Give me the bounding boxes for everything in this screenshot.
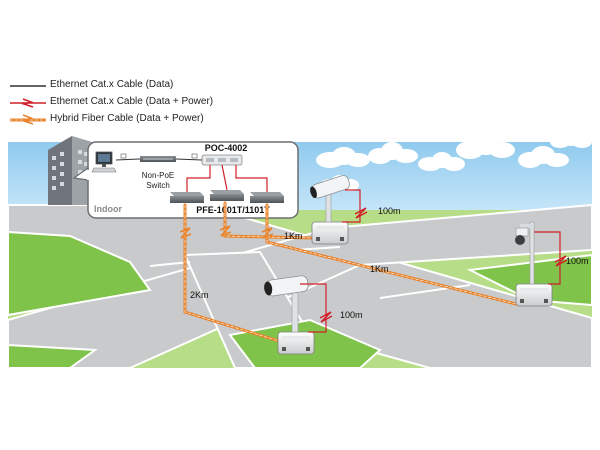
poc-4002-device [201,154,243,166]
camera-power-cables [300,189,561,333]
distance-fiber-top: 1Km [284,231,303,241]
bullet-camera-top [310,175,350,223]
clouds [316,132,592,191]
distance-fiber-right: 1Km [370,264,389,274]
legend-label-hybrid: Hybrid Fiber Cable (Data + Power) [50,113,204,124]
poc-4002-label: POC-4002 [205,143,248,153]
fiber-cables [183,201,522,344]
switch-label-line1: Non-PoE [142,171,174,180]
fiber-power-marks [179,225,274,239]
legend: Ethernet Cat.x Cable (Data) Ethernet Cat… [8,78,268,129]
outdoor-housing-right [515,283,553,307]
legend-row-hybrid: Hybrid Fiber Cable (Data + Power) [8,112,268,129]
dome-camera-right [515,221,535,285]
pfe-label: PFE-1001T/1101T [196,205,270,215]
bullet-camera-bottom [264,275,309,333]
computer-icon [91,151,117,173]
indoor-label: Indoor [94,204,122,214]
indoor-power-cables [186,164,268,192]
pfe-device-2 [210,190,244,201]
indoor-data-cables [115,158,203,161]
power-cable-swatch [10,98,46,108]
distance-fiber-bottom: 2Km [190,290,209,300]
distance-cam-right: 100m [566,256,589,266]
distance-cam-top: 100m [378,206,401,216]
legend-label-power: Ethernet Cat.x Cable (Data + Power) [50,96,214,107]
hybrid-cable-swatch [10,114,46,125]
non-poe-switch-icon [140,156,176,162]
camera-power-marks [319,207,568,323]
indoor-port-tags [120,153,198,159]
pfe-devices [170,190,284,203]
legend-row-data: Ethernet Cat.x Cable (Data) [8,78,268,95]
switch-label-line2: Switch [146,181,170,190]
legend-row-power: Ethernet Cat.x Cable (Data + Power) [8,95,268,112]
pfe-device-3 [250,192,284,203]
legend-label-data: Ethernet Cat.x Cable (Data) [50,79,174,90]
distance-cam-bottom: 100m [340,310,363,320]
outdoor-housing-top [311,221,349,245]
pfe-device-1 [170,192,204,203]
outdoor-housing-bottom [277,331,315,355]
data-cable-swatch [10,85,46,87]
office-building [48,136,92,205]
